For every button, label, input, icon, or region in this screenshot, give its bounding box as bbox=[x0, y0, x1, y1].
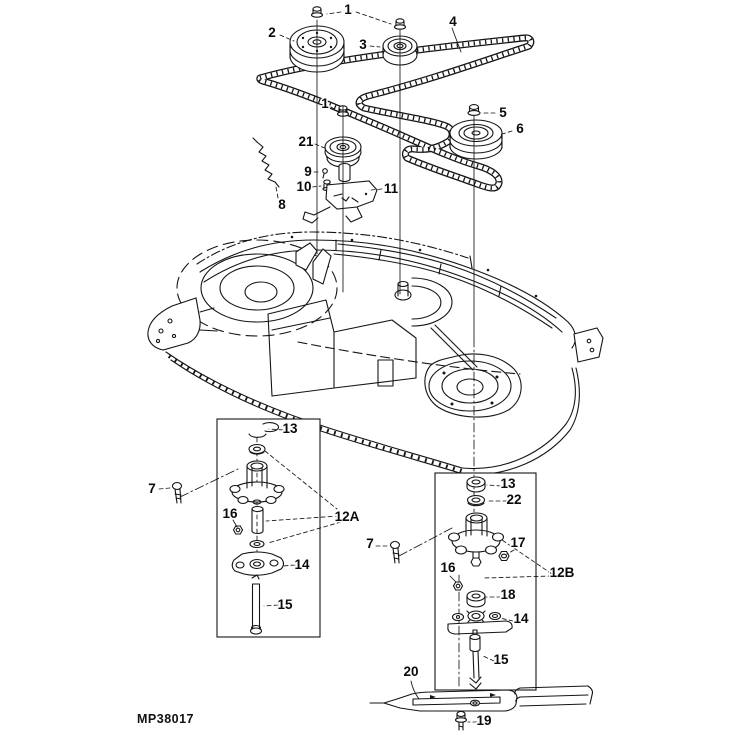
callout-19: 19 bbox=[476, 713, 491, 728]
callout-18: 18 bbox=[500, 587, 516, 602]
spindle-shaft-15a bbox=[249, 574, 263, 635]
spindle-housing-a bbox=[229, 460, 285, 505]
cap-screw-7a bbox=[171, 481, 183, 504]
callout-1: 1 bbox=[344, 2, 352, 17]
detail-box-12b bbox=[389, 472, 537, 691]
discharge-chute bbox=[267, 299, 335, 397]
callout-1: 1 bbox=[321, 96, 329, 111]
drive-belt bbox=[256, 34, 535, 192]
callout-9: 9 bbox=[304, 164, 312, 179]
callout-14: 14 bbox=[294, 557, 310, 572]
flange-bolt-1b bbox=[393, 18, 407, 30]
callout-10: 10 bbox=[296, 179, 311, 194]
callout-12A: 12A bbox=[335, 509, 360, 524]
right-mount-bracket bbox=[573, 327, 604, 363]
callout-7: 7 bbox=[366, 536, 374, 551]
callout-14: 14 bbox=[513, 611, 529, 626]
callout-13: 13 bbox=[282, 421, 298, 436]
callout-11: 11 bbox=[384, 181, 399, 196]
callout-16: 16 bbox=[222, 506, 238, 521]
washer-small-a bbox=[249, 539, 265, 549]
callout-8: 8 bbox=[278, 197, 286, 212]
mount-plate-14a bbox=[231, 551, 285, 576]
callout-21: 21 bbox=[298, 134, 314, 149]
callout-5: 5 bbox=[499, 105, 507, 120]
pulley-6 bbox=[449, 119, 503, 160]
leader-lines bbox=[158, 11, 553, 723]
callout-20: 20 bbox=[403, 664, 418, 679]
callout-17: 17 bbox=[510, 535, 525, 550]
mower-deck bbox=[147, 231, 604, 476]
detail-box-12b-frame bbox=[434, 472, 537, 691]
spindle-shaft-15b bbox=[469, 629, 482, 690]
callout-15: 15 bbox=[493, 652, 509, 667]
callout-4: 4 bbox=[449, 14, 457, 29]
flange-bolt-1a bbox=[310, 6, 324, 18]
figure-code: MP38017 bbox=[137, 712, 194, 726]
nut-17 bbox=[498, 550, 510, 562]
pin-9 bbox=[322, 168, 328, 179]
nut-16a bbox=[232, 525, 244, 535]
callout-12B: 12B bbox=[550, 565, 575, 580]
spindle-housing-b bbox=[447, 512, 505, 567]
detail-box-12a bbox=[171, 418, 321, 638]
washer-row-14b bbox=[451, 610, 502, 623]
spring-8 bbox=[252, 137, 280, 188]
deck-lip-edge bbox=[514, 685, 594, 707]
right-spindle-plate bbox=[424, 353, 522, 418]
reference-lines bbox=[316, 19, 475, 472]
callout-3: 3 bbox=[359, 37, 367, 52]
detail-box-12a-frame bbox=[216, 418, 321, 638]
mower-blade-20 bbox=[369, 685, 594, 712]
washer-22 bbox=[466, 494, 486, 507]
callout-16: 16 bbox=[440, 560, 456, 575]
spacer-a bbox=[251, 505, 264, 535]
callout-2: 2 bbox=[268, 25, 276, 40]
nut-16b bbox=[452, 581, 464, 591]
mount-plate-14b-edge bbox=[447, 620, 513, 635]
callout-13: 13 bbox=[500, 476, 516, 491]
callout-15: 15 bbox=[277, 597, 293, 612]
callout-6: 6 bbox=[516, 121, 524, 136]
flange-bolt-5 bbox=[467, 104, 481, 116]
callout-22: 22 bbox=[506, 492, 521, 507]
snap-ring-13a bbox=[248, 422, 280, 438]
blade-bolt-19 bbox=[454, 710, 468, 731]
washer-a bbox=[248, 443, 266, 455]
callout-7: 7 bbox=[148, 481, 156, 496]
cap-screw-7b bbox=[389, 540, 401, 564]
cup-washer-18 bbox=[466, 590, 486, 608]
left-mount-bracket bbox=[147, 297, 201, 351]
washer-13b bbox=[466, 476, 486, 493]
